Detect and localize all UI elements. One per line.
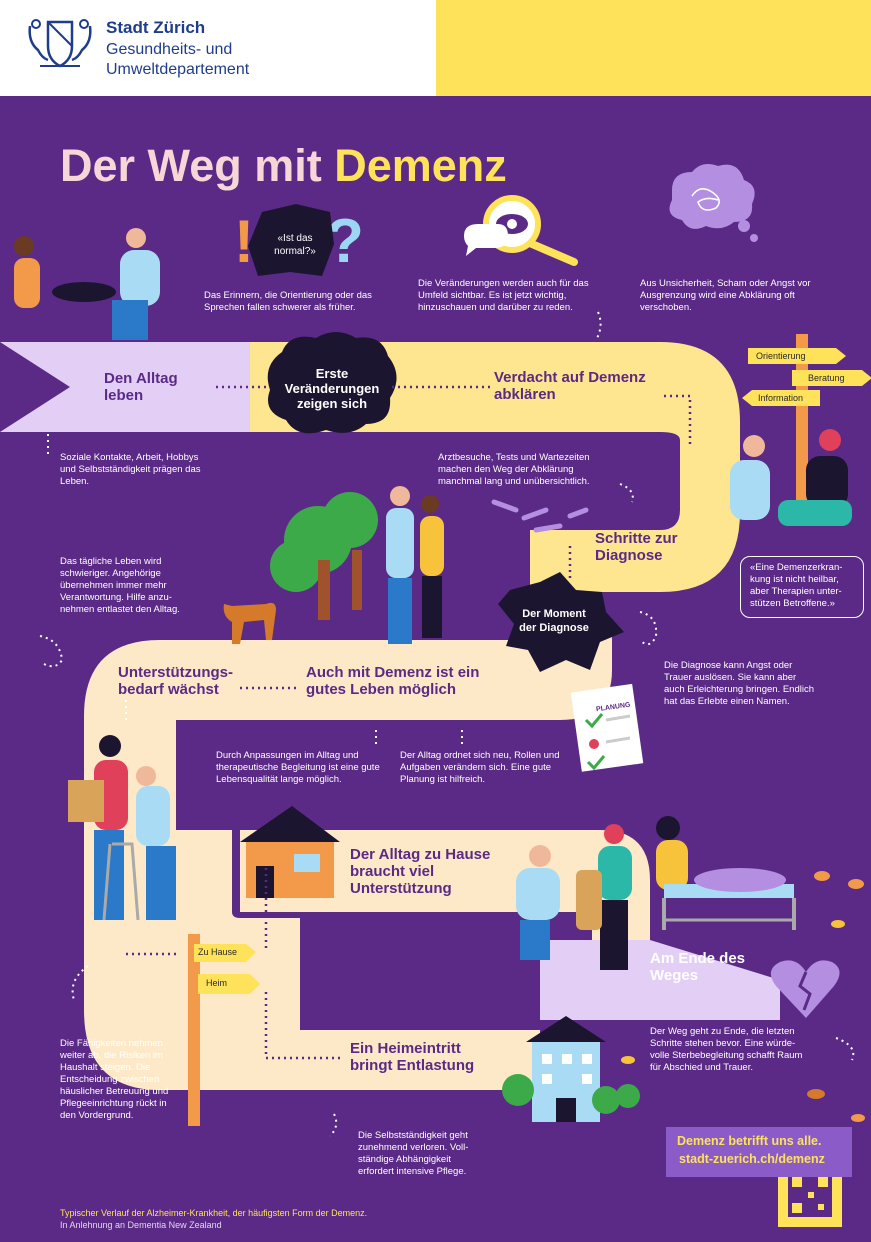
person-icon-walk1 [390,486,410,506]
table-icon [52,282,116,302]
stage-schritte-diagnose: Schritte zur Diagnose [595,530,678,564]
cta-box [666,1127,852,1177]
page-title: Der Weg mit Demenz [60,140,507,192]
person-icon-doctor [743,435,765,457]
text-ordnet: Der Alltag ordnet sich neu, Rollen und A… [400,750,560,785]
cta-slogan: Demenz betrifft uns alle. [677,1134,822,1148]
text-weg-ende: Der Weg geht zu Ende, die letzten Schrit… [650,1026,803,1073]
sign-zuhause: Zu Hause [198,947,238,957]
person-icon-visitor [656,816,680,840]
text-erinnern: Das Erinnern, die Orientierung oder das … [204,290,372,313]
spiky-bubble-shape [248,204,334,276]
text-selbststaendigkeit: Die Selbstständigkeit geht zunehmend ver… [358,1130,469,1177]
grocery-bag-icon [68,780,104,822]
stage-erste-veraenderungen: Erste Veränderungen zeigen sich [284,366,380,411]
quote-text: «Eine Demenzerkran-kung ist nicht heilba… [750,562,843,609]
text-soziale: Soziale Kontakte, Arbeit, Hobbys und Sel… [60,452,201,487]
sign-beratung: Beratung [808,373,845,383]
text-arztbesuche: Arztbesuche, Tests und Wartezeiten mache… [438,452,590,487]
diagnose-spiky-shape [498,572,624,672]
stage-heimeintritt: Ein Heimeintritt bringt Entlastung [350,1040,475,1074]
sign-heim: Heim [206,978,228,988]
footer-note-quelle: In Anlehnung an Dementia New Zealand [60,1220,222,1230]
text-taegliche: Das tägliche Leben wird schwieriger. Ang… [60,556,180,615]
path-segment-alltag [0,342,250,432]
blanket-icon [576,870,602,930]
sign-information-shape [742,390,820,406]
stage-moment-diagnose: Der Moment der Diagnose [519,608,589,634]
sign-heim-shape [198,974,260,994]
text-umfeld: Die Veränderungen werden auch für das Um… [418,278,589,313]
qr-code-icon [788,1173,832,1217]
header-yellow-panel [436,0,871,96]
text-anpassungen: Durch Anpassungen im Alltag und therapeu… [216,750,380,785]
title-part2: Demenz [334,140,507,191]
stage-alltag-leben: Den Alltag leben [104,370,178,404]
cta-url-link[interactable]: stadt-zuerich.ch/demenz [679,1152,825,1166]
zurich-crest-icon [28,19,92,68]
thought-cloud-icon [669,164,755,229]
person-icon-carer [604,824,624,844]
dog-icon [223,602,276,644]
text-faehigkeiten: Die Fähigkeiten nehmen weiter ab, die Ri… [60,1038,169,1121]
department-line1: Gesundheits- und [106,41,233,58]
care-home-roof-icon [526,1016,606,1042]
person-icon-elder [136,766,156,786]
sign-beratung-shape [792,370,871,386]
planning-document-icon [570,683,644,772]
stage-zuhause: Der Alltag zu Hause braucht viel Unterst… [350,846,491,897]
text-unsicherheit: Aus Unsicherheit, Scham oder Angst vor A… [640,278,811,313]
stage-ende: Am Ende des Weges [650,950,746,984]
path-hole-row3 [300,912,540,1030]
signpost-pole-bottom [188,934,200,1126]
erste-bubble-shape [267,332,397,434]
person-icon-elder2 [529,845,551,867]
exclamation-icon: ! [234,208,254,275]
sign-zuhause-shape [194,944,256,962]
department-line2: Umweltdepartement [106,61,250,78]
person-icon-cafe2 [126,228,146,248]
sign-information: Information [758,393,804,403]
stage-unterstuetzung: Unterstützungs-bedarf wächst [118,664,233,698]
header: Stadt Zürich Gesundheits- und Umweltdepa… [0,0,871,96]
sign-orientierung-shape [748,348,846,364]
text-diagnose-angst: Die Diagnose kann Angst oder Trauer ausl… [664,660,814,707]
brand-name: Stadt Zürich [106,18,206,37]
person-icon-walk2 [421,495,439,513]
person-icon-nurse [819,429,841,451]
walker-icon [102,842,140,921]
stage-gutes-leben: Auch mit Demenz ist ein gutes Leben mögl… [306,664,480,698]
quote-box [740,556,864,618]
question-bubble-text: «Ist das normal?» [274,233,316,257]
person-icon-cafe1 [14,236,34,256]
footer-note-verlauf: Typischer Verlauf der Alzheimer-Krankhei… [60,1208,368,1218]
person-icon-helper [99,735,121,757]
title-part1: Der Weg mit [60,140,335,191]
stage-verdacht: Verdacht auf Demenz abklären [494,369,646,403]
sign-orientierung: Orientierung [756,351,806,361]
speech-icon [464,224,508,256]
house-roof-icon [240,806,340,842]
